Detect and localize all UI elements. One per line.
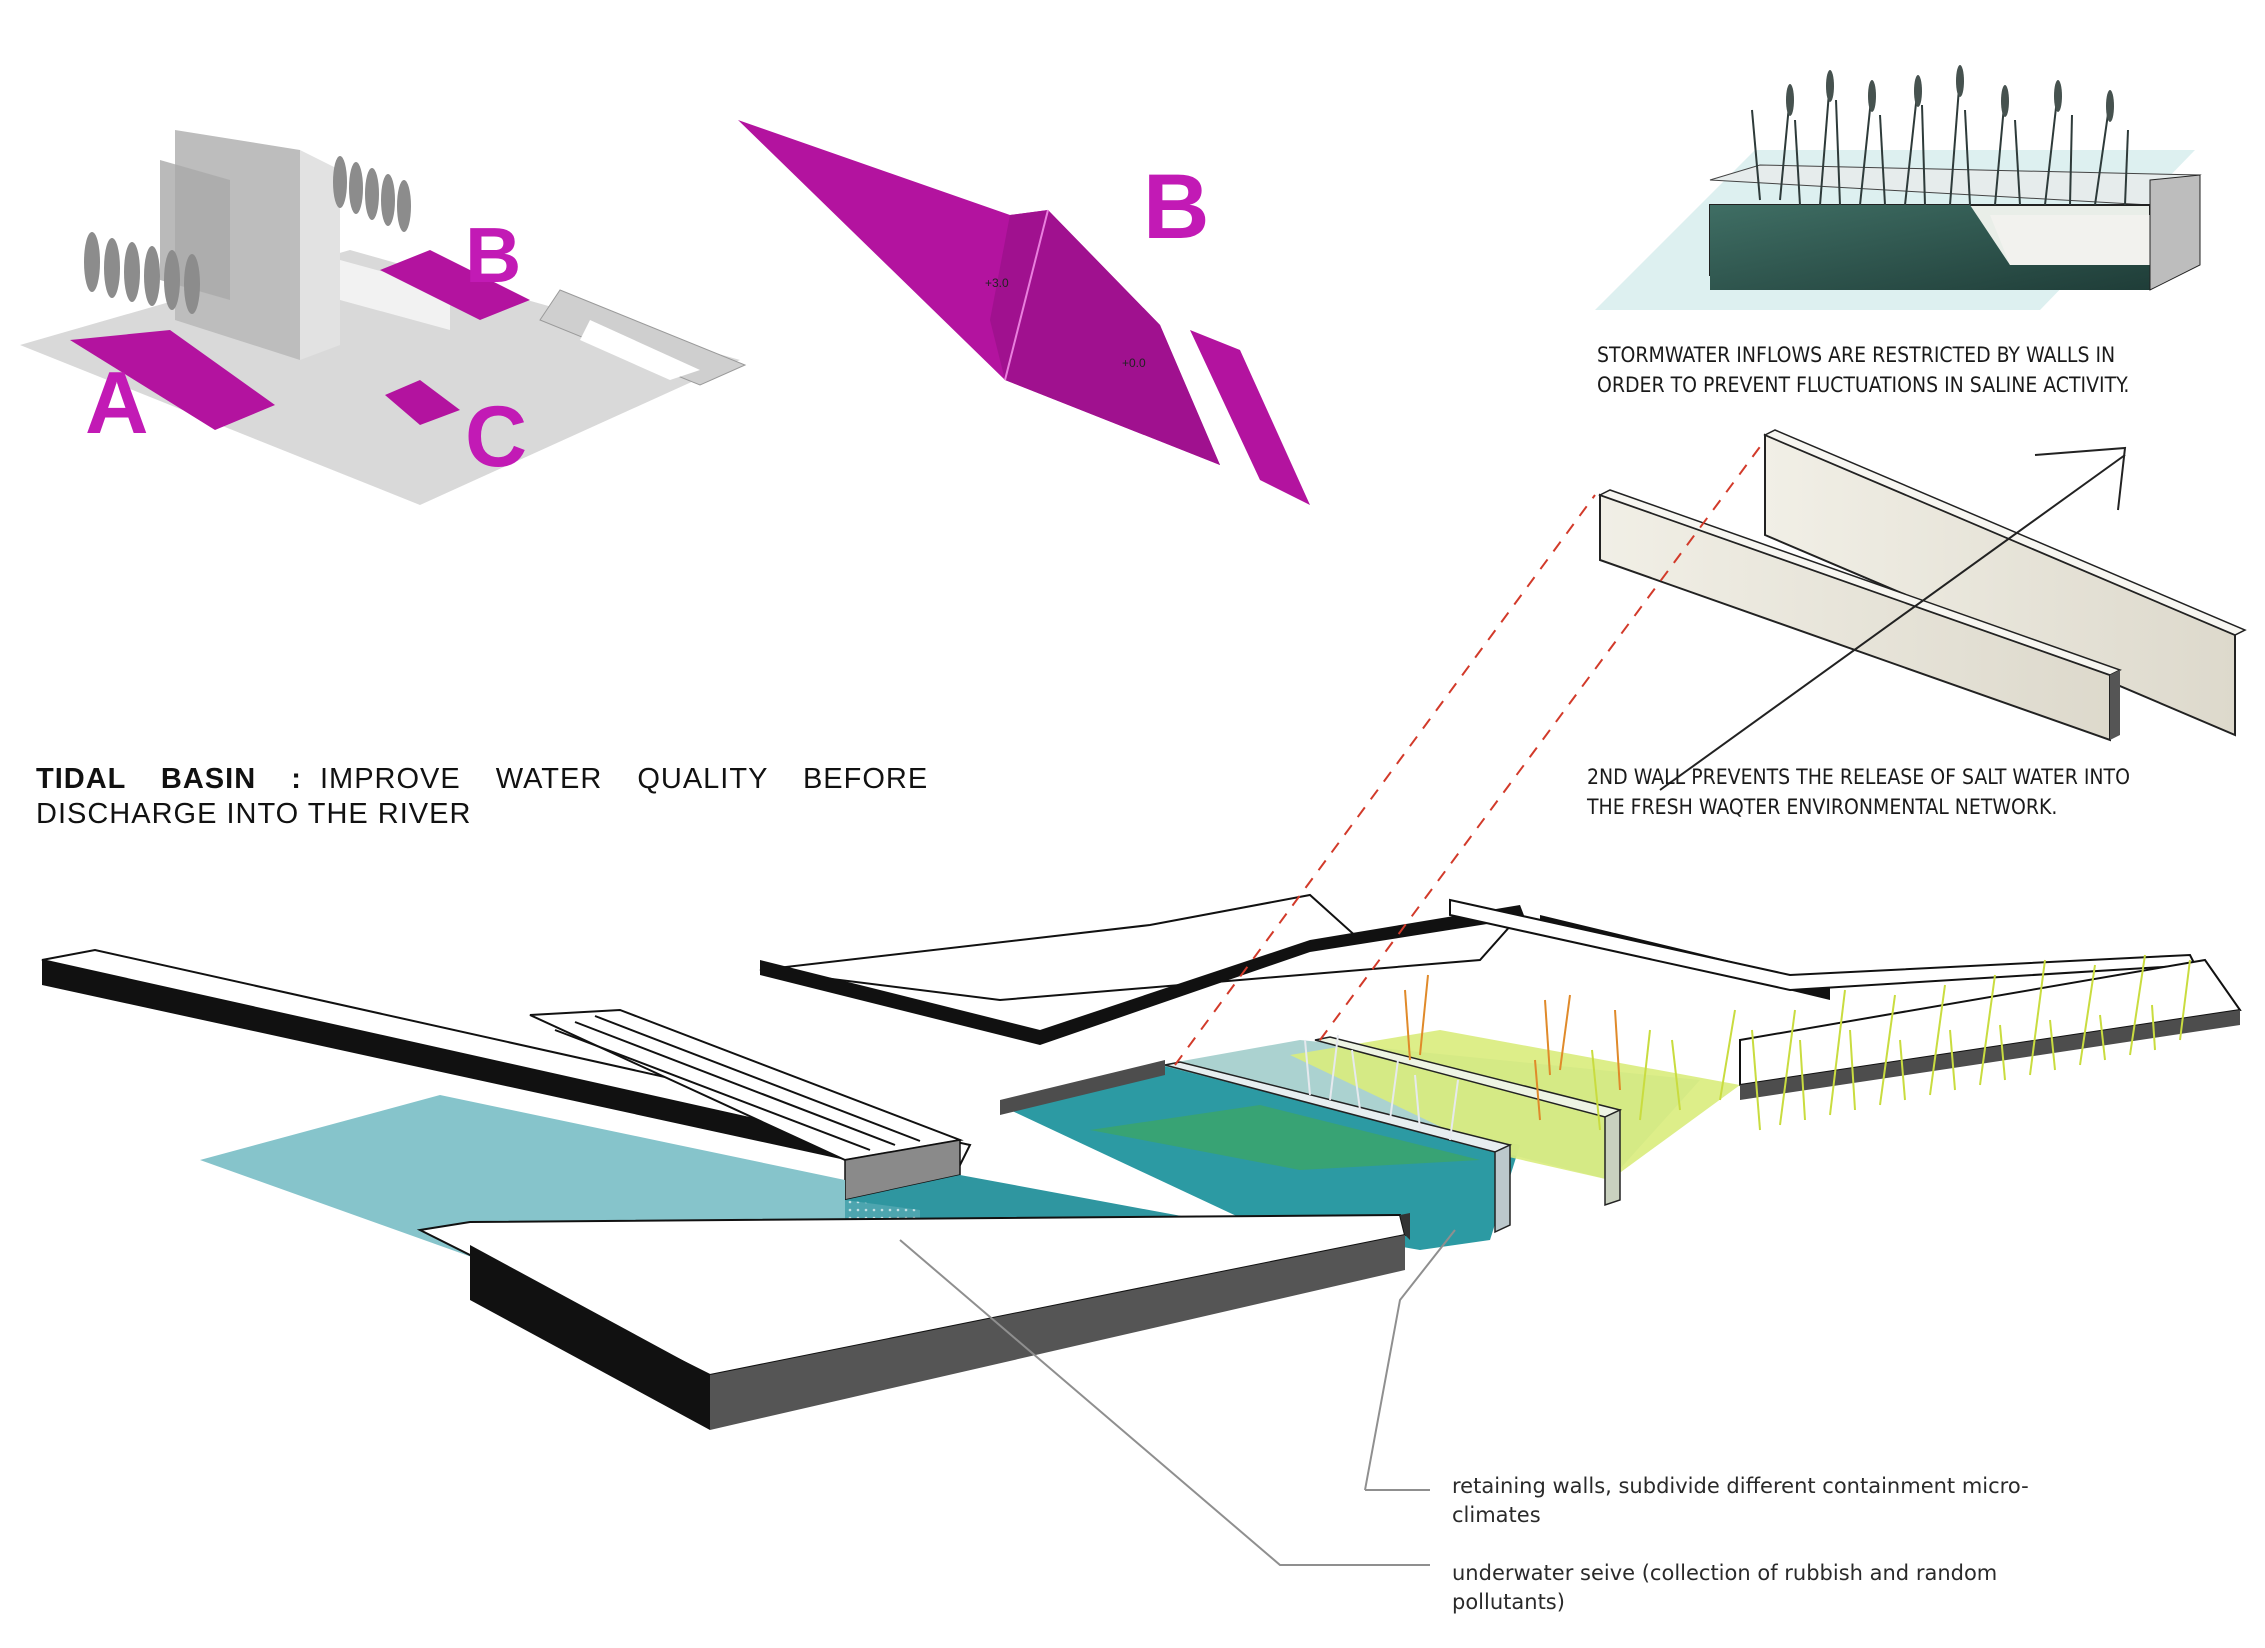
title-bold: TIDAL BASIN : (36, 763, 302, 795)
stormwater-note-line2: ORDER TO PREVENT FLUCTUATIONS IN SALINE … (1597, 373, 2130, 397)
retaining-wall-1-face (1494, 1143, 1511, 1234)
leader-retaining (1364, 1229, 1456, 1491)
zone-a-shape (70, 330, 275, 430)
title-line1: IMPROVE WATER QUALITY BEFORE (319, 763, 929, 795)
wall-arrow-shaft (1659, 454, 2126, 791)
site-axonometric (20, 130, 747, 505)
site-pool (580, 320, 700, 380)
page-title: TIDAL BASIN : IMPROVE WATER QUALITY BEFO… (36, 762, 928, 832)
stormwater-note: STORMWATER INFLOWS ARE RESTRICTED BY WAL… (1597, 340, 2129, 400)
zone-b-plan-strip (1190, 330, 1310, 505)
sieve-grasses (1304, 1034, 1459, 1141)
section-soil (1710, 205, 2150, 290)
planting-bed-section (1595, 65, 2202, 310)
projection-line-1 (1174, 494, 1596, 1066)
elevation-upper: +3.0 (985, 276, 1009, 290)
long-wall-face (42, 960, 960, 1185)
retaining-wall-2-face (1604, 1108, 1621, 1207)
plaza-surface (759, 893, 1523, 1002)
section-sand (1990, 215, 2150, 265)
site-trees (84, 156, 411, 314)
zone-a-label: A (85, 353, 149, 452)
second-wall-note-line1: 2ND WALL PREVENTS THE RELEASE OF SALT WA… (1587, 765, 2130, 789)
basin-front-face-dark (470, 1245, 710, 1430)
wall-arrow-head (2034, 446, 2127, 511)
first-wall-top (1763, 429, 2247, 636)
elevation-lower: +0.0 (1122, 356, 1146, 370)
second-wall-end (2110, 670, 2120, 740)
retaining-walls-note: retaining walls, subdivide different con… (1452, 1472, 2029, 1530)
zone-b-plan (738, 120, 1310, 505)
second-wall-note-line2: THE FRESH WAQTER ENVIRONMENTAL NETWORK. (1587, 795, 2058, 819)
basin-steps (529, 1008, 964, 1201)
upper-path (1449, 898, 2197, 992)
zone-b-large-label: B (1143, 156, 1210, 258)
leader-seive (899, 1239, 1430, 1566)
site-building-face (300, 150, 340, 360)
basin-corner (1400, 1213, 1410, 1240)
channel-back-wall (1000, 1060, 1165, 1115)
zone-c-label: C (465, 389, 528, 485)
projection-line-2 (1319, 439, 1766, 1041)
section-seedheads (1786, 65, 2114, 122)
zone-b-plan-crease (1004, 209, 1049, 381)
title-line2: DISCHARGE INTO THE RIVER (36, 798, 472, 830)
site-terrace (340, 260, 450, 330)
reed-terrace-edge (1740, 1010, 2240, 1100)
wall-elements (1598, 429, 2247, 791)
zone-b-plan-fold (990, 210, 1220, 465)
tidal-basin (41, 439, 2242, 1430)
reed-bed-fill (1290, 1030, 1740, 1180)
underwater-seive-note-line1: underwater seive (collection of rubbish … (1452, 1561, 1998, 1585)
second-wall-note: 2ND WALL PREVENTS THE RELEASE OF SALT WA… (1587, 762, 2130, 822)
zone-b-small-label: B (465, 211, 522, 299)
basin-front-face-grey (710, 1235, 1405, 1430)
retaining-walls-note-line1: retaining walls, subdivide different con… (1452, 1474, 2029, 1498)
leader-lines (899, 1229, 1456, 1566)
retaining-walls-note-line2: climates (1452, 1503, 1541, 1527)
underwater-seive-note-line2: pollutants) (1452, 1590, 1565, 1614)
reed-bed-orange-grasses (1404, 974, 1621, 1121)
zone-c-shape (385, 380, 460, 425)
plaza-edge-dark (760, 960, 1040, 1045)
reed-bed-grasses (1591, 954, 2191, 1131)
section-end-face (2149, 174, 2201, 291)
zone-b-shape (380, 250, 530, 320)
site-pool-edge (539, 289, 747, 386)
underwater-seive-note: underwater seive (collection of rubbish … (1452, 1559, 1997, 1617)
channel-algae (1090, 1105, 1480, 1170)
stormwater-note-line1: STORMWATER INFLOWS ARE RESTRICTED BY WAL… (1597, 343, 2116, 367)
